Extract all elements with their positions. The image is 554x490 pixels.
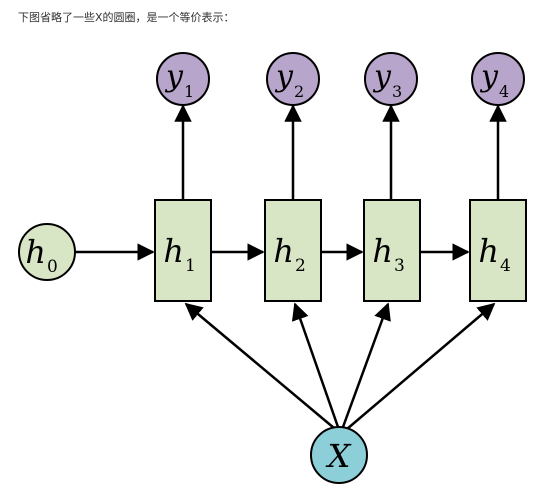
initial-state-sub: 0 bbox=[47, 257, 58, 277]
output-sub: 1 bbox=[184, 82, 194, 101]
output-base: y bbox=[164, 59, 184, 94]
output-sub: 4 bbox=[499, 82, 509, 101]
output-base: y bbox=[372, 59, 392, 94]
output-node-y4: y 4 bbox=[471, 52, 525, 106]
edge-x-h4 bbox=[346, 302, 496, 430]
edge-x-h1 bbox=[184, 302, 335, 429]
hidden-state-h1: h 1 bbox=[154, 199, 212, 302]
hidden-state-h4: h 4 bbox=[469, 199, 527, 302]
initial-state-node: h 0 bbox=[18, 223, 76, 281]
output-node-y3: y 3 bbox=[364, 52, 418, 106]
output-node-y1: y 1 bbox=[156, 52, 210, 106]
output-sub: 3 bbox=[392, 82, 402, 101]
hidden-state-sub: 4 bbox=[500, 256, 511, 276]
hidden-state-h3: h 3 bbox=[363, 199, 421, 302]
output-node-y2: y 2 bbox=[266, 52, 320, 106]
output-base: y bbox=[274, 59, 294, 94]
hidden-state-base: h bbox=[273, 232, 294, 270]
edges bbox=[76, 104, 507, 430]
hidden-state-h2: h 2 bbox=[264, 199, 322, 302]
input-node-x: X bbox=[310, 426, 368, 484]
hidden-state-base: h bbox=[163, 232, 184, 270]
output-base: y bbox=[479, 59, 499, 94]
hidden-state-sub: 3 bbox=[394, 256, 405, 276]
hidden-state-base: h bbox=[478, 232, 499, 270]
edge-x-h2 bbox=[291, 302, 340, 428]
hidden-state-sub: 2 bbox=[295, 256, 306, 276]
hidden-state-base: h bbox=[372, 232, 393, 270]
hidden-state-sub: 1 bbox=[185, 256, 196, 276]
input-label: X bbox=[325, 437, 352, 475]
initial-state-base: h bbox=[25, 233, 46, 271]
output-sub: 2 bbox=[294, 82, 304, 101]
caption-text: 下图省略了一些X的圆圈，是一个等价表示： bbox=[18, 11, 235, 24]
edge-x-h3 bbox=[341, 302, 391, 428]
